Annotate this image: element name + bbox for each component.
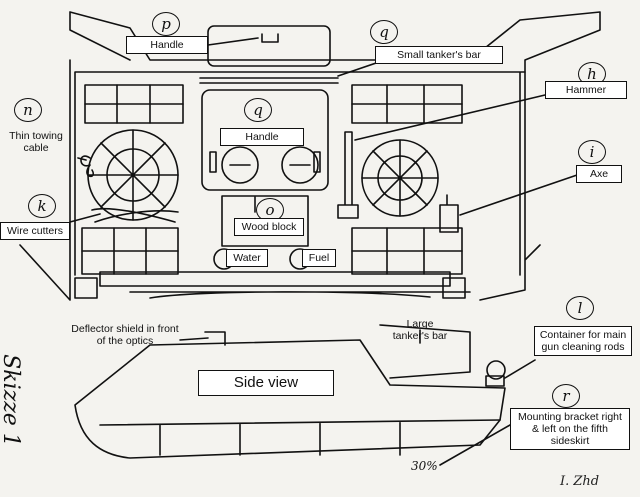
cable-coil <box>80 155 95 178</box>
upper-plate <box>74 71 526 276</box>
marker-r: r <box>552 384 580 408</box>
marker-n: n <box>14 98 42 122</box>
marker-l: l <box>566 296 594 320</box>
lower-bar <box>99 271 451 287</box>
label-deflector-shield: Deflector shield in front of the optics <box>71 323 179 347</box>
side-turret-front <box>379 324 471 379</box>
label-wood-block: Wood block <box>234 218 304 236</box>
marker-k: k <box>28 194 56 218</box>
label-axe: Axe <box>576 165 622 183</box>
marker-i: i <box>578 140 606 164</box>
left-cap <box>221 146 259 184</box>
signature: I. Zhd <box>560 474 600 489</box>
number-mark: 30% <box>411 459 438 473</box>
label-wire-cutters: Wire cutters <box>0 222 70 240</box>
label-side-view: Side view <box>198 370 334 396</box>
label-small-tankers-bar: Small tanker's bar <box>375 46 503 64</box>
label-water: Water <box>226 249 268 267</box>
label-handle-top: Handle <box>126 36 208 54</box>
label-large-tankers-bar: Large tanker's bar <box>392 318 448 342</box>
marker-q-mid: q <box>244 98 272 122</box>
side-hull <box>74 339 506 459</box>
marker-p: p <box>152 12 180 36</box>
hull-rear-outline <box>19 11 601 301</box>
top-hatch-handle <box>261 33 279 43</box>
small-bar-lines <box>199 77 339 84</box>
wood-block <box>221 195 309 247</box>
marker-q-top: q <box>370 20 398 44</box>
label-mounting-bracket: Mounting bracket right & left on the fif… <box>510 408 630 450</box>
label-fuel: Fuel <box>302 249 336 267</box>
label-handle-mid: Handle <box>220 128 304 146</box>
hammer-shape <box>337 131 359 219</box>
label-thin-towing-cable: Thin towing cable <box>9 130 63 154</box>
right-cap <box>281 146 319 184</box>
label-container: Container for main gun cleaning rods <box>534 326 632 356</box>
axe-shape <box>439 194 459 233</box>
deflector-box <box>204 331 226 346</box>
cutters-shape <box>91 207 179 223</box>
label-hammer: Hammer <box>545 81 627 99</box>
top-hatch <box>207 25 331 67</box>
container-cap <box>486 360 506 380</box>
center-door <box>201 89 329 191</box>
sketch-title: Skizze 1 <box>0 354 23 447</box>
